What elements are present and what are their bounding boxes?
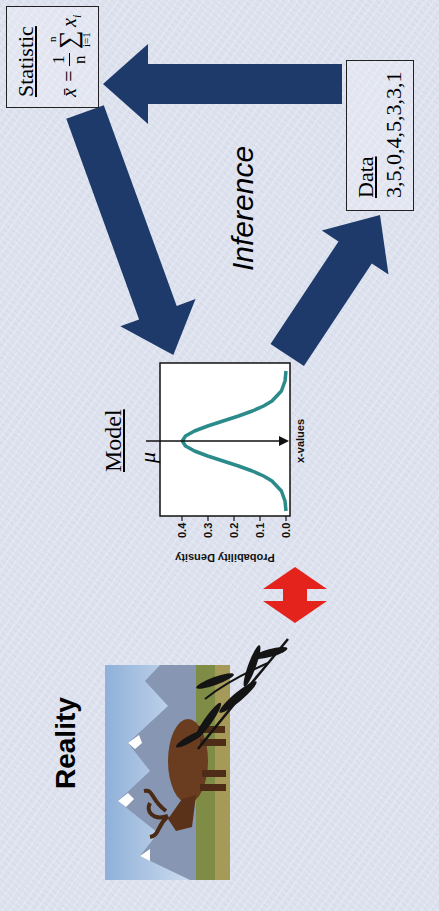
data-values: 3,5,0,4,5,3,3,1 [381, 72, 407, 199]
mean-line [146, 440, 280, 442]
axis-tick: 0.2 [228, 523, 240, 538]
box-heading: Data [353, 156, 379, 198]
moose [144, 719, 226, 837]
model-heading: Model [100, 409, 127, 472]
snow-cap [128, 735, 142, 749]
statistic-box: Statisticx̄ =1nn∑i=1xi [6, 6, 99, 108]
mean-arrowhead [279, 436, 289, 446]
formula-part: i [70, 15, 85, 18]
formula-part: i=1 [80, 32, 92, 47]
block-arrow [66, 105, 195, 355]
axis-title: x-values [294, 419, 306, 463]
density-plot [146, 363, 290, 521]
process-label: Inference [226, 146, 260, 271]
fraction-bar [69, 53, 70, 66]
block-arrow [271, 215, 389, 366]
reality-picture [105, 639, 288, 880]
box-heading: Statistic [13, 26, 39, 97]
double-arrow [263, 567, 327, 623]
data-box: Data3,5,0,4,5,3,3,1 [346, 60, 414, 211]
axis-tick: 0.3 [202, 523, 214, 538]
model-plot: Modelμ 0.4 0.3 0.2 0.1 0.0Probability Density… [98, 359, 313, 571]
sky [105, 665, 230, 880]
snow-cap [118, 793, 134, 807]
block-arrow [103, 44, 342, 124]
branch [174, 639, 288, 750]
snow-cap [140, 849, 150, 861]
plot-frame [160, 363, 290, 516]
formula-part: n [70, 56, 90, 65]
formula-part: ∑ [54, 30, 84, 49]
formula-part: 1 [49, 56, 69, 65]
axis-tick: 0.1 [254, 523, 266, 538]
formula-part: x [58, 18, 81, 27]
axis-title: Probability Density [175, 552, 275, 564]
reality-heading: Reality [50, 697, 82, 789]
parameter-symbol: μ [135, 452, 161, 463]
axis-tick: 0.4 [176, 523, 188, 538]
tick-marks [182, 516, 286, 521]
formula-part: x̄ = [58, 70, 81, 97]
axis-tick: 0.0 [280, 523, 292, 538]
